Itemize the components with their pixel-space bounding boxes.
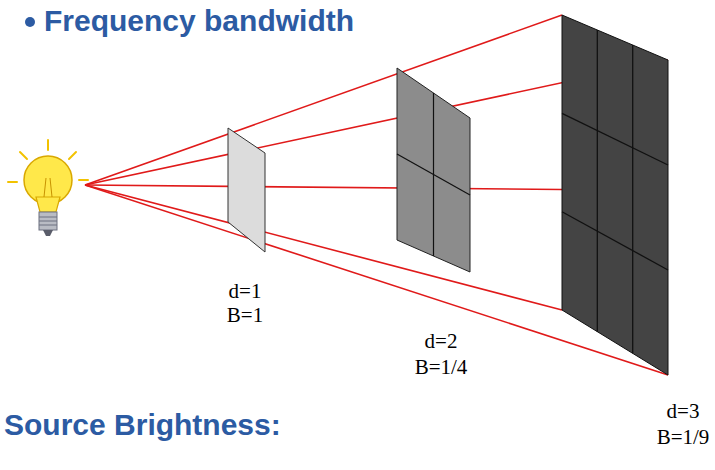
- panel-large: [562, 15, 668, 375]
- panel-medium: [397, 68, 470, 272]
- distance-label: d=2: [425, 330, 458, 353]
- section-heading: Source Brightness:: [4, 408, 281, 441]
- brightness-label: B=1: [227, 304, 263, 327]
- slide-title: Frequency bandwidth: [44, 4, 354, 37]
- distance-label: d=3: [667, 400, 700, 423]
- light-rays: [85, 15, 668, 375]
- bullet: [25, 17, 35, 27]
- panel-small: [228, 128, 265, 252]
- brightness-label: B=1/9: [657, 426, 710, 449]
- distance-label: d=1: [229, 280, 262, 303]
- brightness-label: B=1/4: [415, 356, 468, 379]
- light-bulb: [8, 140, 88, 236]
